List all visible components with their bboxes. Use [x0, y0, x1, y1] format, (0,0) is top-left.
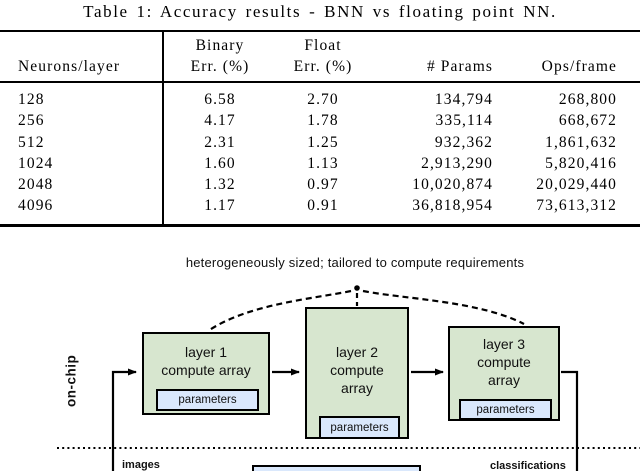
cell-ops: 268,800	[558, 91, 617, 108]
cell-float-err: 1.13	[307, 154, 339, 172]
layer3-line2: compute	[477, 354, 531, 370]
table-row: 2048 1.32 0.97 10,020,874 20,029,440	[0, 174, 640, 195]
off-chip-label: off-chip	[58, 461, 84, 471]
layer2-box-label: layer 2 compute array	[307, 343, 407, 397]
col-header-float-err: Err. (%)	[293, 58, 353, 75]
layer1-box-label: layer 1 compute array	[144, 343, 268, 379]
col-header-ops: Ops/frame	[541, 58, 617, 75]
cell-ops: 668,672	[558, 112, 617, 130]
layer3-compute-array-box: layer 3 compute array parameters	[448, 326, 560, 421]
layer2-parameters-box: parameters	[319, 416, 400, 439]
cell-binary-err: 1.17	[204, 197, 236, 215]
cell-neurons: 4096	[18, 197, 54, 215]
layer2-line2: compute	[330, 362, 384, 378]
cell-params: 10,020,874	[412, 176, 493, 194]
layer1-line1: layer 1	[184, 344, 228, 360]
cell-binary-err: 2.31	[204, 133, 236, 151]
table-caption: Table 1: Accuracy results - BNN vs float…	[83, 2, 557, 21]
cell-params: 335,114	[435, 112, 493, 130]
table-row: 1024 1.60 1.13 2,913,290 5,820,416	[0, 153, 640, 174]
layer3-line3: array	[488, 372, 520, 388]
cell-float-err: 0.91	[307, 197, 339, 215]
layer2-compute-array-box: layer 2 compute array parameters	[305, 307, 409, 439]
cell-binary-err: 6.58	[204, 91, 236, 108]
col-header-binary-err: Err. (%)	[190, 58, 250, 75]
cell-ops: 5,820,416	[545, 154, 617, 172]
table-rule-bottom	[0, 224, 640, 227]
cell-ops: 73,613,312	[536, 197, 617, 215]
cell-float-err: 2.70	[307, 91, 339, 108]
on-chip-label: on-chip	[63, 354, 79, 407]
table-body: 128 6.58 2.70 134,794 268,800 256 4.17 1…	[0, 89, 640, 217]
cell-params: 2,913,290	[421, 154, 493, 172]
cell-params: 36,818,954	[412, 197, 493, 215]
off-chip-memory-box	[252, 465, 421, 471]
input-flow-arrow	[111, 368, 137, 471]
cell-binary-err: 1.60	[204, 154, 236, 172]
table-row: 128 6.58 2.70 134,794 268,800	[0, 89, 640, 110]
cell-params: 932,362	[434, 133, 493, 151]
table-column-divider	[162, 32, 164, 224]
layer1-line2: compute array	[161, 362, 251, 378]
images-label: images	[122, 459, 160, 471]
cell-ops: 20,029,440	[536, 176, 617, 194]
cell-neurons: 256	[18, 112, 45, 130]
cell-ops: 1,861,632	[545, 133, 617, 151]
output-flow-line	[561, 370, 579, 471]
table-row: 256 4.17 1.78 335,114 668,672	[0, 110, 640, 131]
classifications-label: classifications	[490, 460, 566, 471]
cell-neurons: 2048	[18, 176, 54, 194]
cell-float-err: 0.97	[307, 176, 339, 194]
layer3-box-label: layer 3 compute array	[450, 335, 558, 389]
annotation-anchor-dot	[354, 285, 360, 291]
table-row: 512 2.31 1.25 932,362 1,861,632	[0, 132, 640, 153]
col-header-neurons: Neurons/layer	[18, 58, 121, 75]
col-header-float: Float	[304, 37, 342, 54]
layer3-line1: layer 3	[482, 336, 526, 352]
col-header-binary: Binary	[195, 37, 245, 54]
layer2-line3: array	[341, 380, 373, 396]
cell-neurons: 128	[18, 91, 45, 108]
layer1-compute-array-box: layer 1 compute array parameters	[142, 332, 270, 415]
layer3-parameters-box: parameters	[459, 399, 552, 420]
cell-neurons: 1024	[18, 154, 54, 172]
cell-params: 134,794	[434, 91, 493, 108]
table-row: 4096 1.17 0.91 36,818,954 73,613,312	[0, 195, 640, 216]
table-rule-header	[0, 81, 640, 83]
table-rule-top	[0, 30, 640, 32]
cell-binary-err: 4.17	[204, 112, 236, 130]
layer1-parameters-box: parameters	[156, 389, 259, 411]
col-header-params: # Params	[426, 58, 493, 75]
cell-float-err: 1.25	[307, 133, 339, 151]
diagram-annotation: heterogeneously sized; tailored to compu…	[185, 255, 525, 270]
cell-neurons: 512	[18, 133, 45, 151]
cell-float-err: 1.78	[307, 112, 339, 130]
cell-binary-err: 1.32	[204, 176, 236, 194]
layer2-line1: layer 2	[335, 344, 379, 360]
